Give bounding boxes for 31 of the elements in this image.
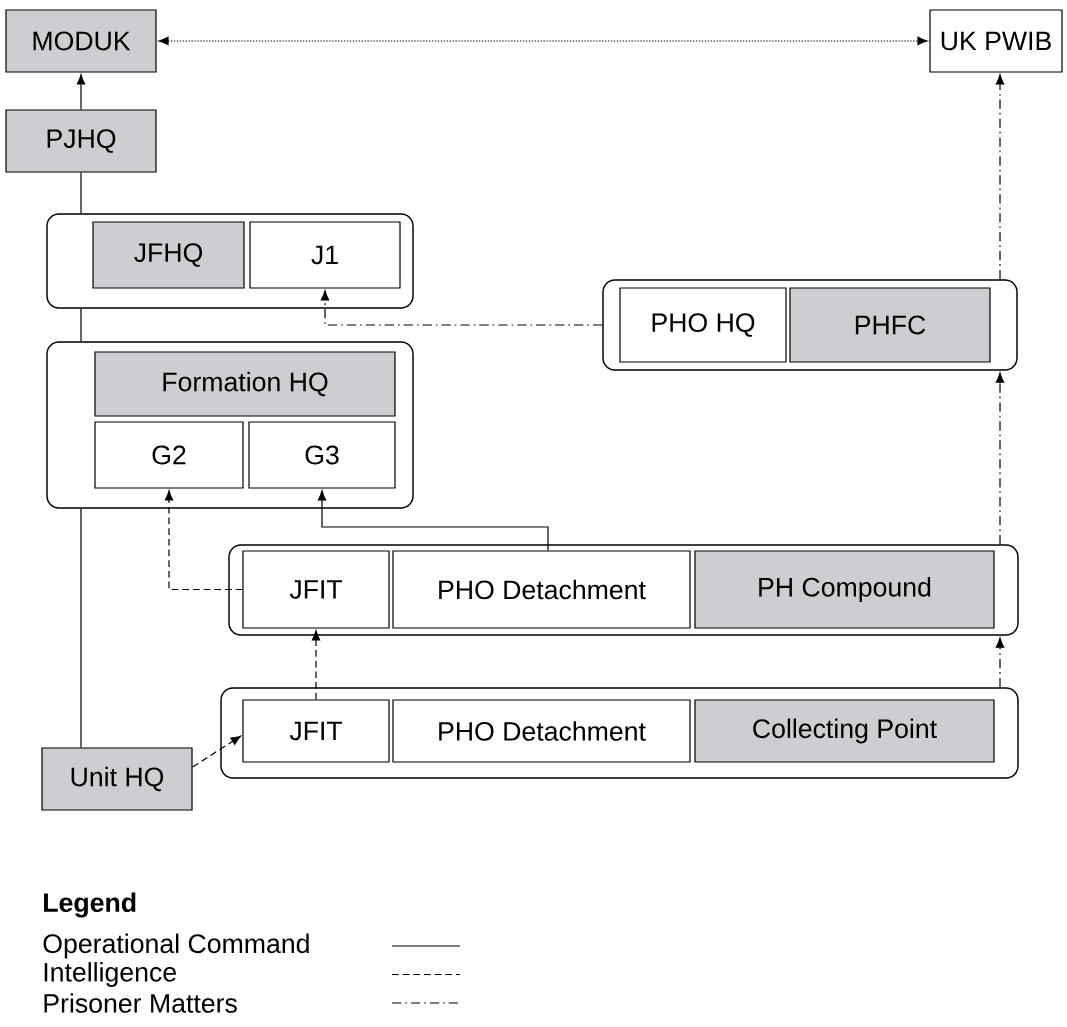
unit-box: PHO Detachment (392, 550, 691, 629)
legend-heading: Legend (44, 892, 136, 918)
unit-box: PJHQ (5, 109, 157, 173)
arrow (995, 637, 1005, 688)
legend-text: Prisoner Matters (44, 993, 237, 1013)
arrow (320, 290, 603, 326)
arrow (995, 74, 1005, 280)
unit-box: JFIT (242, 699, 390, 763)
unit-box: JFHQ (92, 221, 245, 289)
unit-box: UK PWIB (929, 9, 1063, 73)
unit-box: PH Compound (694, 550, 995, 629)
unit-box: PHO Detachment (392, 699, 691, 763)
legend-text: Operational Command (43, 933, 309, 959)
unit-box: G3 (248, 421, 396, 489)
arrow (158, 36, 928, 46)
unit-box: PHO HQ (619, 287, 787, 363)
arrow (317, 490, 549, 551)
unit-box: JFIT (242, 550, 390, 629)
arrow (995, 372, 1005, 545)
unit-box: Collecting Point (694, 699, 995, 763)
arrow (311, 630, 321, 700)
unit-box: G2 (94, 421, 244, 489)
arrow (164, 490, 243, 591)
unit-box: PHFC (789, 287, 991, 363)
unit-box: J1 (249, 221, 401, 289)
arrow (76, 74, 86, 110)
legend-text: Intelligence (44, 962, 176, 987)
unit-box: Formation HQ (94, 351, 396, 417)
unit-box: MODUK (5, 9, 157, 73)
arrow (192, 735, 241, 768)
unit-box: Unit HQ (41, 747, 193, 811)
